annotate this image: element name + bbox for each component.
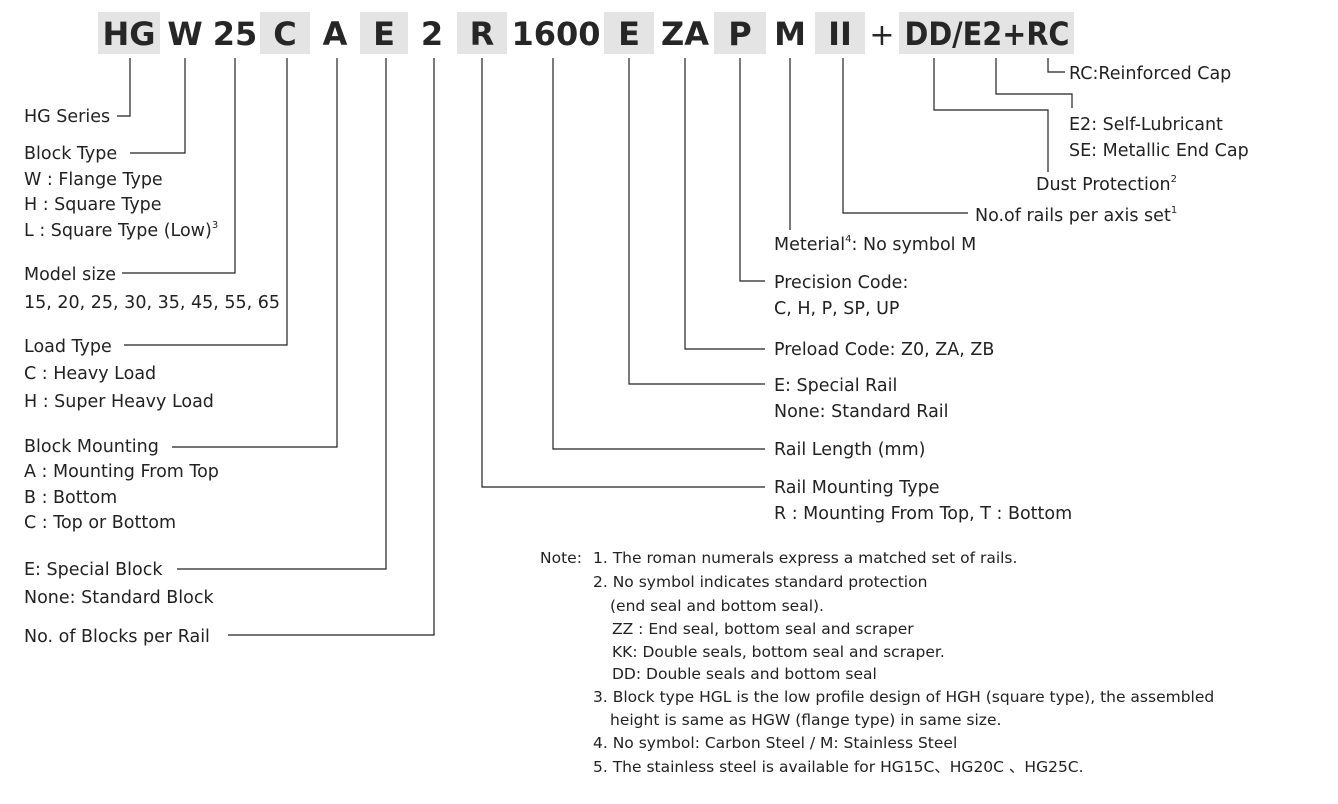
special-rail-label: E: Special Rail bbox=[774, 376, 897, 396]
note-2-dd: DD: Double seals and bottom seal bbox=[612, 665, 877, 683]
block-mounting-item: C : Top or Bottom bbox=[24, 513, 176, 533]
code-segment-box bbox=[604, 12, 654, 54]
code-segment-special-rail: E bbox=[618, 15, 640, 53]
note-1: 1. The roman numerals express a matched … bbox=[593, 549, 1017, 567]
reinforced-cap-label: RC:Reinforced Cap bbox=[1069, 64, 1231, 84]
note-3-detail: height is same as HGW (flange type) in s… bbox=[610, 711, 1001, 729]
code-plus-sign: + bbox=[869, 18, 894, 53]
code-segment-material: M bbox=[774, 15, 806, 53]
connector-preload bbox=[684, 58, 765, 350]
block-type-item: W : Flange Type bbox=[24, 170, 163, 190]
rail-mounting-title: Rail Mounting Type bbox=[774, 478, 939, 498]
code-segment-special-block: E bbox=[373, 15, 395, 53]
block-mounting-title: Block Mounting bbox=[24, 437, 159, 457]
block-mounting-item: A : Mounting From Top bbox=[24, 462, 219, 482]
code-header: HG W 25 C A E 2 R 1600 E ZA P M II + DD/… bbox=[98, 12, 1074, 54]
rails-per-axis-text: No.of rails per axis set bbox=[975, 206, 1171, 226]
block-type-item: L : Square Type (Low)3 bbox=[24, 220, 218, 241]
code-segment-block-mounting: A bbox=[323, 15, 348, 53]
connector-load-type bbox=[124, 58, 288, 346]
code-segment-rail: R bbox=[470, 15, 495, 53]
note-3: 3. Block type HGL is the low profile des… bbox=[593, 688, 1214, 706]
code-segment-box bbox=[360, 12, 408, 54]
code-segment-block-type: W bbox=[167, 15, 202, 53]
load-type-item: H : Super Heavy Load bbox=[24, 392, 214, 412]
note-5: 5. The stainless steel is available for … bbox=[593, 758, 1084, 776]
connector-block-mounting bbox=[172, 58, 338, 448]
block-mounting-item: B : Bottom bbox=[24, 488, 117, 508]
code-segment-box bbox=[815, 12, 865, 54]
block-type-item-text: L : Square Type (Low) bbox=[24, 221, 212, 241]
connector-self-lubricant bbox=[995, 58, 1073, 108]
connector-blocks-per-rail bbox=[228, 58, 435, 636]
dust-protection-label: Dust Protection2 bbox=[1036, 174, 1177, 195]
connector-reinforced-cap bbox=[1047, 58, 1065, 73]
note-2-detail: (end seal and bottom seal). bbox=[610, 597, 824, 615]
code-segment-box bbox=[260, 12, 310, 54]
connector-lines bbox=[117, 58, 1073, 636]
code-segment-box bbox=[899, 12, 1074, 54]
note-4: 4. No symbol: Carbon Steel / M: Stainles… bbox=[593, 734, 957, 752]
series-label: HG Series bbox=[24, 107, 110, 127]
connector-block-type bbox=[130, 58, 186, 154]
model-size-title: Model size bbox=[24, 265, 116, 285]
block-type-item: H : Square Type bbox=[24, 195, 162, 215]
connector-special-block bbox=[177, 58, 387, 570]
connector-model-size bbox=[122, 58, 236, 274]
precision-values: C, H, P, SP, UP bbox=[774, 299, 899, 319]
model-size-values: 15, 20, 25, 30, 35, 45, 55, 65 bbox=[24, 293, 280, 313]
code-segment-model-size: 25 bbox=[213, 15, 258, 53]
code-segment-precision: P bbox=[728, 15, 751, 53]
dust-protection-sup: 2 bbox=[1171, 174, 1177, 185]
load-type-item: C : Heavy Load bbox=[24, 364, 156, 384]
connector-rail-length bbox=[552, 58, 765, 450]
note-prefix: Note: bbox=[540, 549, 582, 567]
dust-protection-text: Dust Protection bbox=[1036, 175, 1171, 195]
blocks-per-rail-label: No. of Blocks per Rail bbox=[24, 627, 210, 647]
code-segment-box bbox=[98, 12, 160, 54]
material-text: Meterial bbox=[774, 235, 845, 255]
load-type-title: Load Type bbox=[24, 337, 112, 357]
connector-dust-protection bbox=[933, 58, 1049, 172]
note-2-zz: ZZ : End seal, bottom seal and scraper bbox=[612, 620, 914, 638]
metallic-end-cap-label: SE: Metallic End Cap bbox=[1069, 141, 1249, 161]
connector-rails-per-axis bbox=[842, 58, 968, 214]
notes-block: Note: 1. The roman numerals express a ma… bbox=[540, 549, 1214, 776]
code-segment-box bbox=[714, 12, 766, 54]
code-segment-box bbox=[457, 12, 507, 54]
material-label: Meterial4: No symbol M bbox=[774, 234, 976, 255]
preload-label: Preload Code: Z0, ZA, ZB bbox=[774, 340, 994, 360]
rails-per-axis-label: No.of rails per axis set1 bbox=[975, 205, 1177, 226]
block-type-sup: 3 bbox=[212, 220, 218, 231]
code-segment-rails-per-axis: II bbox=[828, 15, 852, 53]
self-lubricant-label: E2: Self-Lubricant bbox=[1069, 115, 1223, 135]
note-2-kk: KK: Double seals, bottom seal and scrape… bbox=[612, 643, 945, 661]
material-value: : No symbol M bbox=[852, 235, 977, 255]
rails-per-axis-sup: 1 bbox=[1171, 205, 1177, 216]
code-segment-rail-length: 1600 bbox=[511, 15, 600, 53]
block-type-title: Block Type bbox=[24, 144, 117, 164]
code-segment-load-type: C bbox=[273, 15, 296, 53]
code-segment-dust-protection: DD/E2+RC bbox=[905, 15, 1070, 53]
special-block-title: E: Special Block bbox=[24, 560, 163, 580]
special-block-item: None: Standard Block bbox=[24, 588, 214, 608]
connector-special-rail bbox=[628, 58, 765, 385]
left-labels: HG Series Block Type W : Flange Type H :… bbox=[24, 107, 280, 647]
connector-rail-mounting bbox=[481, 58, 765, 488]
code-segment-blocks-per-rail: 2 bbox=[421, 15, 443, 53]
code-segment-preload: ZA bbox=[661, 15, 709, 53]
rail-length-label: Rail Length (mm) bbox=[774, 440, 925, 460]
connector-precision bbox=[739, 58, 765, 282]
code-segment-series: HG bbox=[102, 15, 155, 53]
precision-title: Precision Code: bbox=[774, 273, 908, 293]
right-labels: RC:Reinforced Cap E2: Self-Lubricant SE:… bbox=[774, 64, 1249, 524]
connector-series bbox=[117, 58, 131, 117]
material-sup: 4 bbox=[845, 234, 851, 245]
rail-mounting-values: R : Mounting From Top, T : Bottom bbox=[774, 504, 1072, 524]
note-2: 2. No symbol indicates standard protecti… bbox=[593, 573, 927, 591]
standard-rail-label: None: Standard Rail bbox=[774, 402, 949, 422]
